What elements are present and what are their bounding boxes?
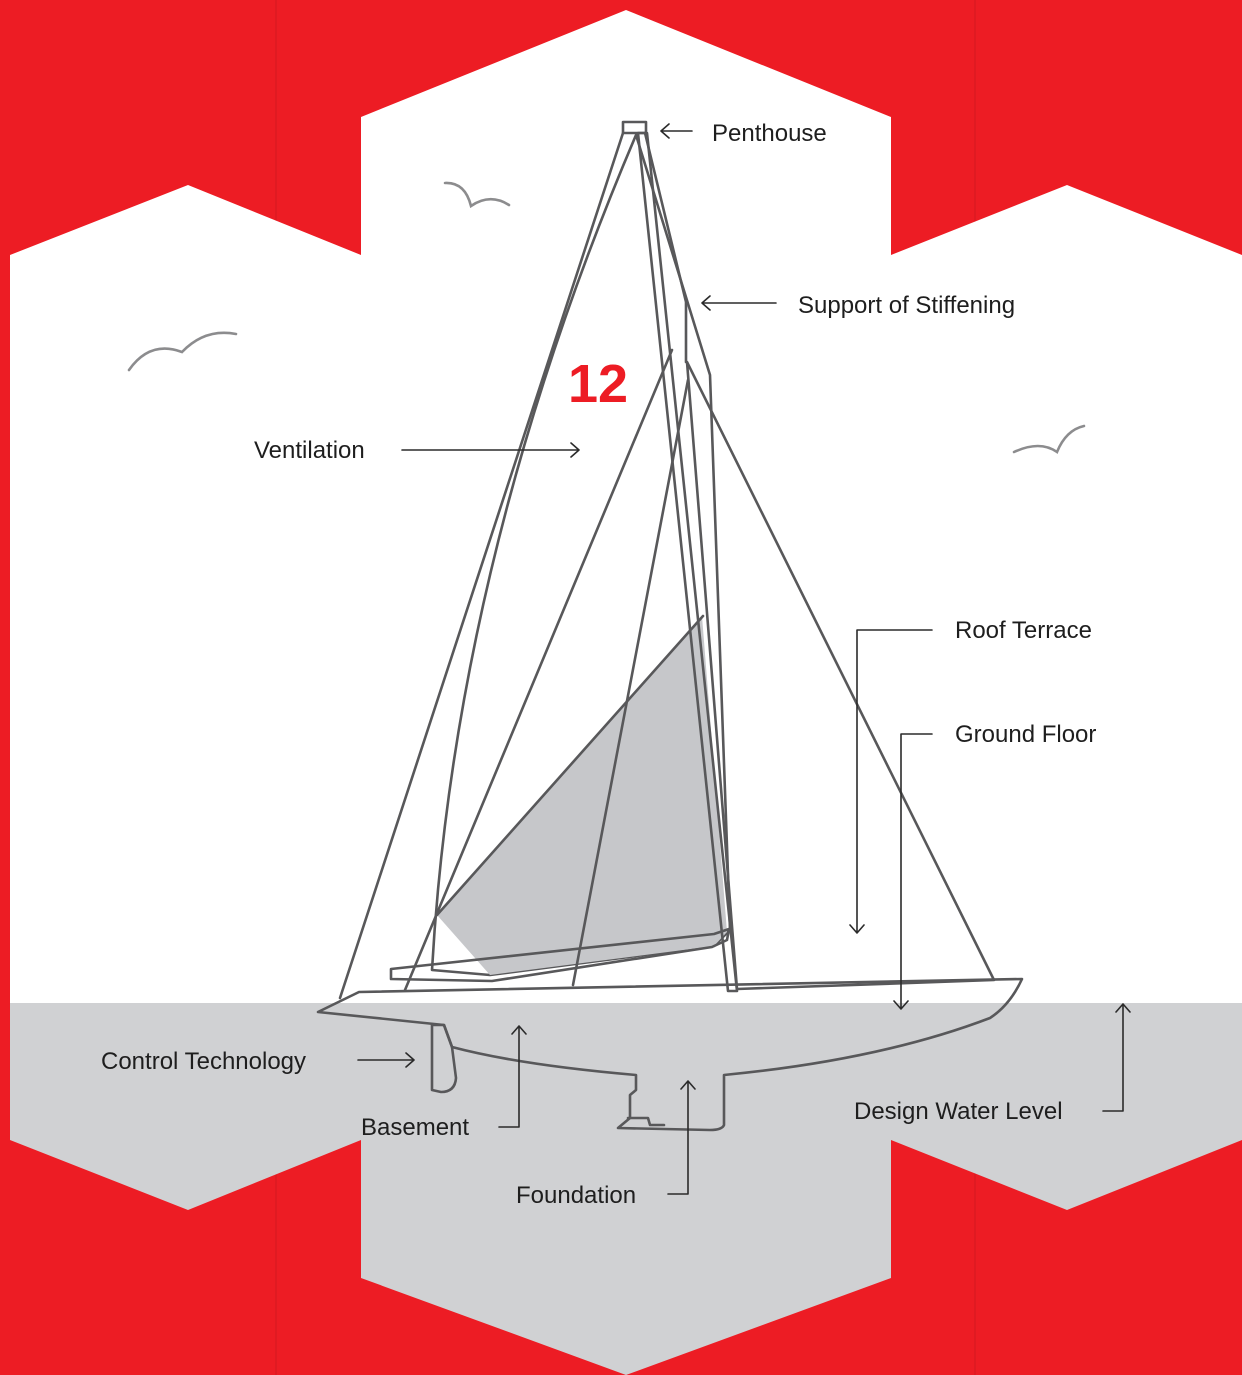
support-callout: Support of Stiffening <box>701 292 1015 319</box>
label-roof-terrace: Roof Terrace <box>955 617 1092 644</box>
boom <box>389 927 731 983</box>
label-ground-floor: Ground Floor <box>955 721 1096 748</box>
forestay <box>338 131 625 1000</box>
main-sail-lower-panel <box>437 616 727 975</box>
arrow-design-water-level <box>1102 1003 1131 1112</box>
label-control-technology: Control Technology <box>101 1048 306 1075</box>
shroud-3 <box>435 614 705 917</box>
arrow-ventilation <box>401 442 580 458</box>
design-water-level-callout: Design Water Level <box>854 1003 1131 1125</box>
label-basement: Basement <box>361 1114 469 1141</box>
shroud-2 <box>571 378 690 987</box>
arrow-penthouse <box>660 123 693 139</box>
rudder <box>430 1023 458 1094</box>
backstay <box>643 131 688 364</box>
label-penthouse: Penthouse <box>712 120 827 147</box>
hull <box>316 977 1024 1132</box>
arrow-foundation <box>667 1080 696 1195</box>
shroud-1 <box>403 348 674 992</box>
mast-head <box>621 120 648 135</box>
basement-callout: Basement <box>361 1025 527 1141</box>
ground-floor-callout: Ground Floor <box>893 721 1096 1010</box>
keel-detail <box>626 1116 666 1127</box>
jib-sail <box>685 360 996 991</box>
label-foundation: Foundation <box>516 1182 636 1209</box>
arrow-support-of-stiffening <box>701 295 777 311</box>
seagull-2 <box>443 181 511 209</box>
seagull-1 <box>127 331 238 372</box>
control-technology-callout: Control Technology <box>101 1048 415 1075</box>
arrow-control-technology <box>357 1052 415 1068</box>
sky-shape <box>10 10 1242 1003</box>
arrow-basement <box>498 1025 527 1128</box>
foundation-callout: Foundation <box>516 1080 696 1209</box>
water-shape <box>10 1003 1242 1375</box>
sailboat: 12 <box>316 120 1024 1132</box>
label-support-of-stiffening: Support of Stiffening <box>798 292 1015 319</box>
seagull-3 <box>1012 424 1086 455</box>
arrow-ground-floor <box>893 733 933 1010</box>
penthouse-callout: Penthouse <box>660 120 827 147</box>
ventilation-callout: Ventilation <box>254 437 580 464</box>
roof-terrace-callout: Roof Terrace <box>849 617 1092 934</box>
label-design-water-level: Design Water Level <box>854 1098 1063 1125</box>
label-ventilation: Ventilation <box>254 437 365 464</box>
sail-number: 12 <box>568 354 628 414</box>
seagulls <box>127 181 1086 455</box>
arrow-roof-terrace <box>849 629 933 934</box>
